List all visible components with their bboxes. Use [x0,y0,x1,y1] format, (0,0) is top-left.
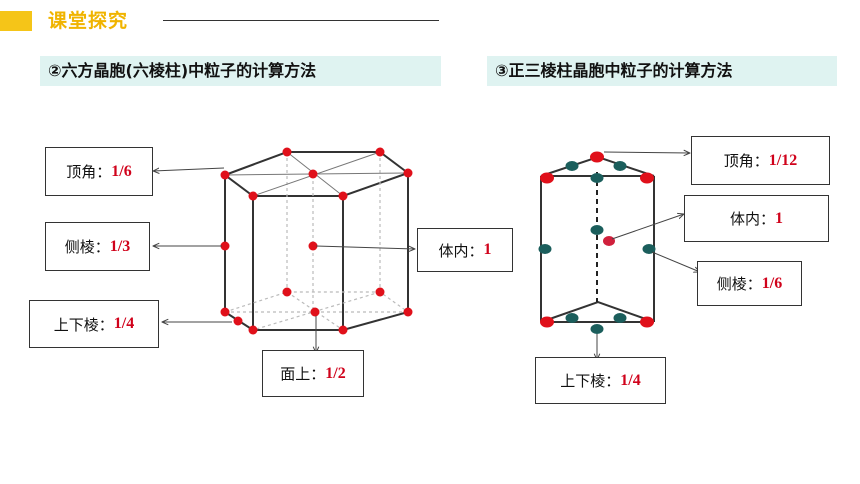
label-tri-side-edge: 侧棱：1/6 [697,261,802,306]
label-text: 面上： [280,365,326,383]
label-value: 1/4 [620,371,641,389]
label-text: 上下棱： [53,315,114,334]
label-value: 1/6 [111,162,132,180]
label-value: 1 [483,241,492,258]
label-text: 顶角： [66,163,112,181]
label-hex-vertex: 顶角：1/6 [45,147,153,196]
label-hex-face: 面上：1/2 [262,350,364,397]
label-hex-body: 体内：1 [417,228,513,272]
hexagonal-atoms [220,147,413,335]
triangular-arrows [597,152,700,360]
label-hex-top-bottom-edge: 上下棱：1/4 [29,300,159,348]
header-underline [163,20,439,21]
label-tri-top-bottom-edge: 上下棱：1/4 [535,357,666,404]
label-value: 1 [775,209,783,227]
label-value: 1/2 [325,364,346,382]
section-title-triangular: ③正三棱柱晶胞中粒子的计算方法 [487,56,837,86]
label-text: 侧棱： [716,275,762,293]
section-title-hexagonal: ②六方晶胞(六棱柱)中粒子的计算方法 [40,56,441,86]
label-text: 上下棱： [560,372,621,390]
page-title: 课堂探究 [48,10,129,32]
label-text: 体内： [438,241,484,260]
label-value: 1/3 [109,237,131,255]
label-tri-body: 体内：1 [684,195,829,242]
header-accent-bar [0,11,32,31]
label-value: 1/4 [113,315,135,332]
label-text: 顶角： [723,152,769,170]
label-text: 体内： [729,210,775,228]
hexagonal-arrows [153,168,415,353]
label-text: 侧棱： [64,238,110,256]
triangular-atoms [538,151,656,334]
label-value: 1/6 [761,274,783,292]
label-hex-side-edge: 侧棱：1/3 [45,222,150,271]
label-tri-vertex: 顶角：1/12 [691,136,830,185]
label-value: 1/12 [768,151,798,169]
